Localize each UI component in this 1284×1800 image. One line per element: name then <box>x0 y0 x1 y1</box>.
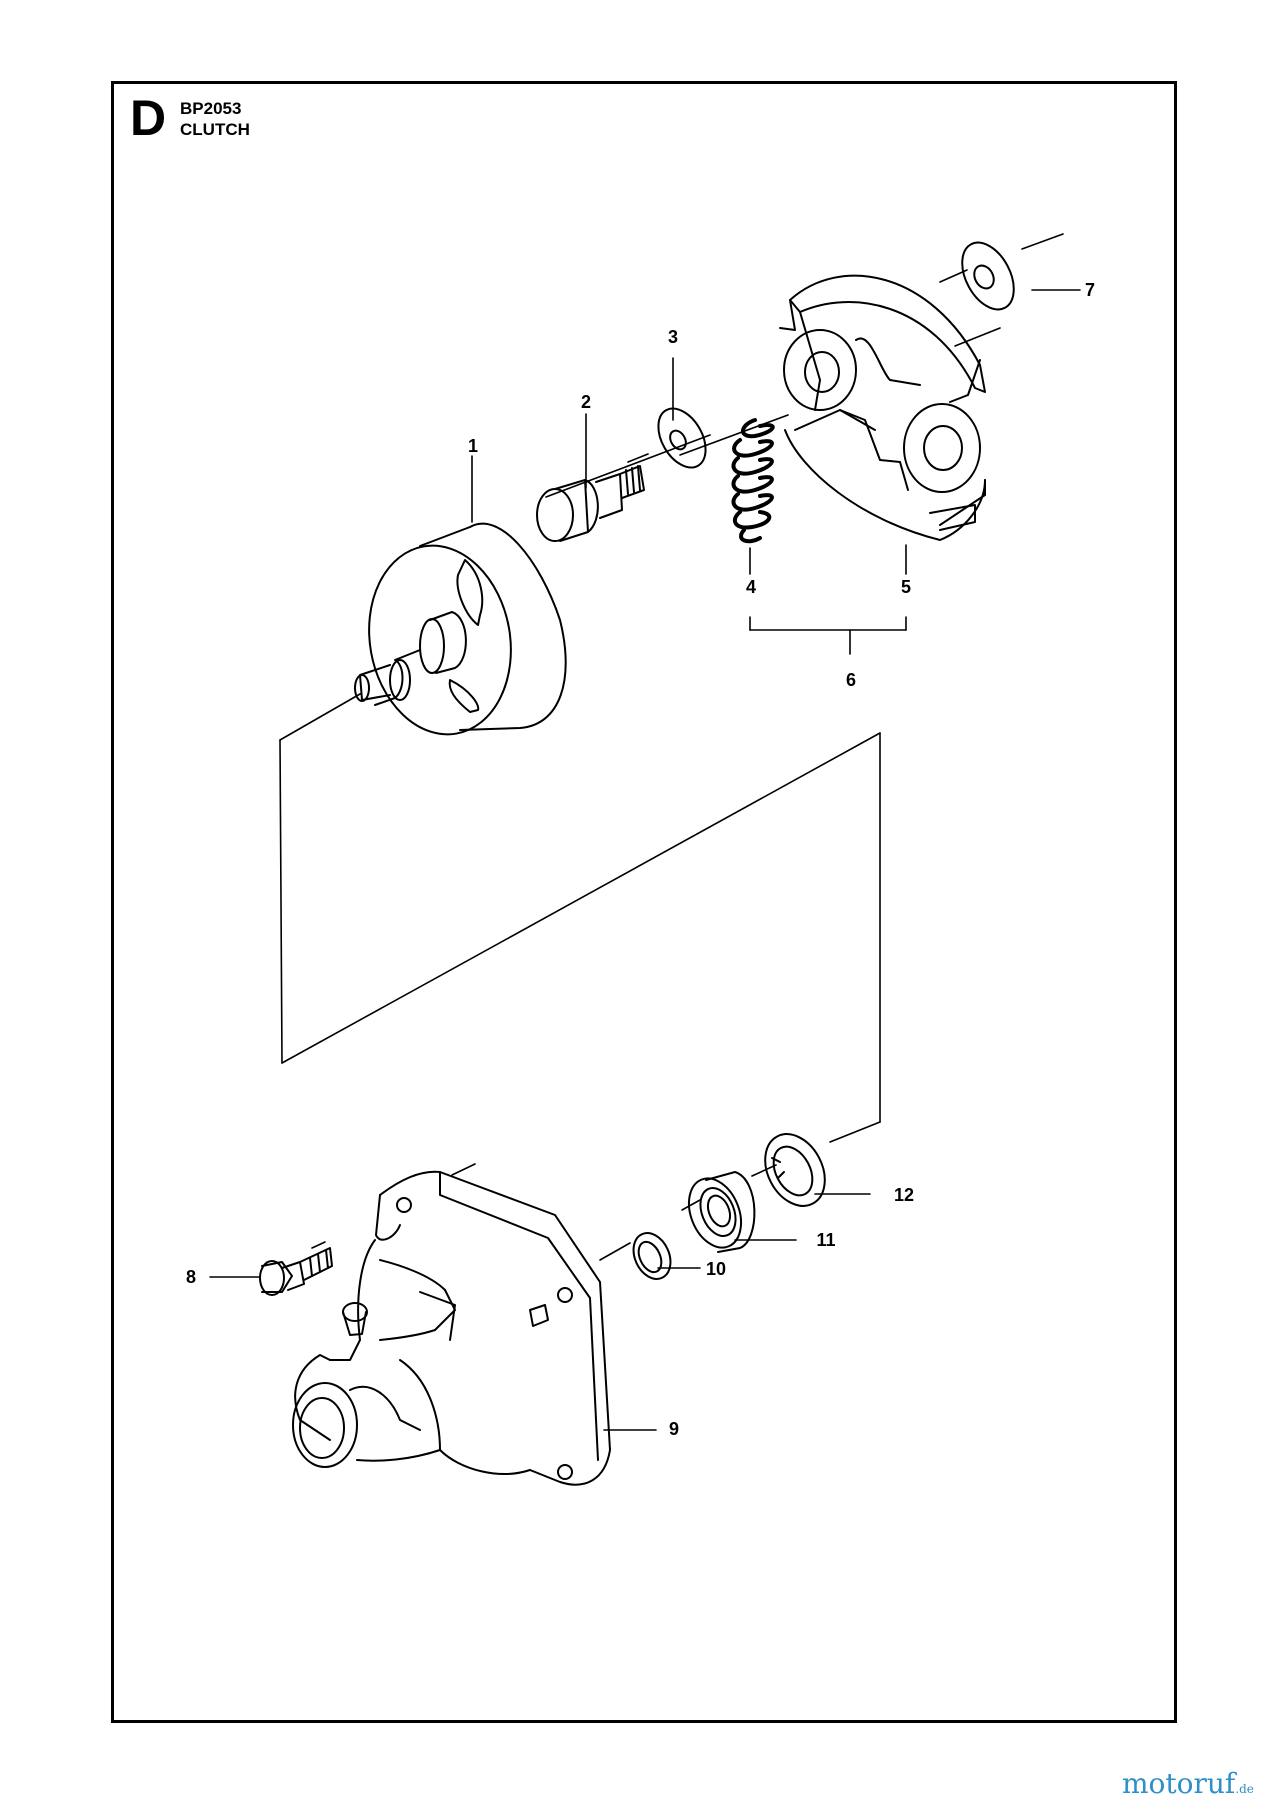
section-letter: D <box>130 90 167 146</box>
clutch-shoe-part-5 <box>779 274 986 541</box>
callout-3: 3 <box>667 327 679 347</box>
spring-part-4 <box>731 418 775 544</box>
washer-part-7 <box>961 241 1015 311</box>
circlip-part-10 <box>632 1232 672 1280</box>
model-code: BP2053 <box>180 99 242 118</box>
callout-10: 10 <box>705 1259 727 1279</box>
assembly-axis-lines <box>279 233 1064 1261</box>
bearing-part-11 <box>687 1171 756 1253</box>
callout-5: 5 <box>900 577 912 597</box>
callout-4: 4 <box>745 577 757 597</box>
leader-lines <box>209 289 1081 1431</box>
clutch-drum-part-1 <box>354 522 567 736</box>
callout-1: 1 <box>467 436 479 456</box>
watermark-logo: motoruf.de <box>1122 1770 1254 1798</box>
circlip-part-12 <box>764 1133 826 1207</box>
callout-2: 2 <box>580 392 592 412</box>
callout-7: 7 <box>1084 280 1096 300</box>
washer-part-3 <box>657 407 707 469</box>
watermark-brand: motoruf <box>1122 1767 1236 1800</box>
diagram-frame <box>111 81 1177 1723</box>
callout-9: 9 <box>668 1419 680 1439</box>
diagram-title: CLUTCH <box>180 120 250 139</box>
callout-8: 8 <box>185 1267 197 1287</box>
callout-12: 12 <box>893 1185 915 1205</box>
callout-6: 6 <box>845 670 857 690</box>
callout-11: 11 <box>816 1230 836 1250</box>
clutch-housing-part-9 <box>292 1170 611 1486</box>
shoulder-bolt-part-2 <box>536 465 645 542</box>
screw-part-8 <box>259 1247 333 1296</box>
watermark-domain: .de <box>1235 1782 1254 1796</box>
